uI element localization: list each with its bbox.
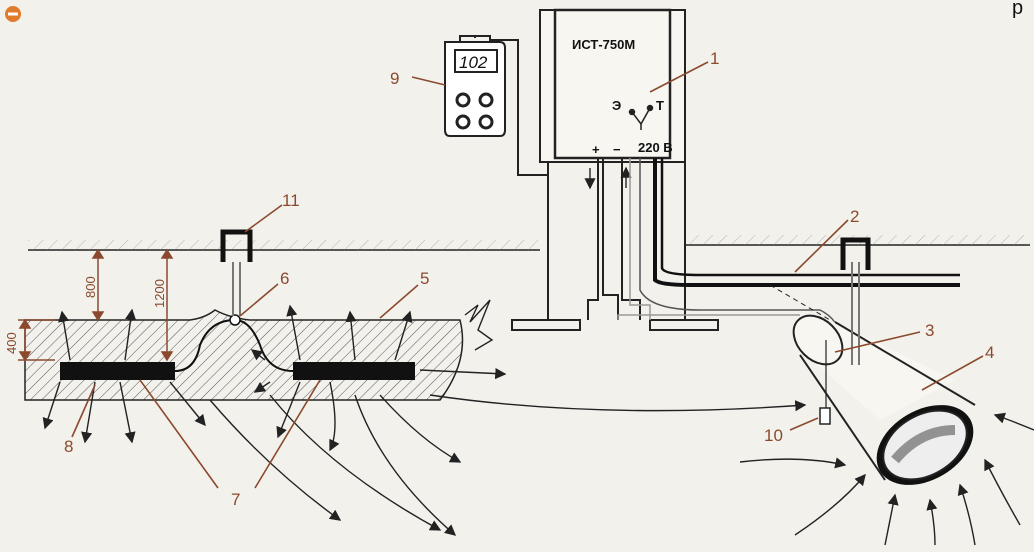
meter-display: 102: [459, 53, 488, 72]
dim-800: 800: [83, 276, 98, 298]
pipeline: [769, 284, 976, 485]
top-stray-text: р: [1012, 0, 1023, 19]
terminal-plus: +: [592, 142, 600, 157]
label-6: 6: [280, 269, 289, 288]
anode-right: [293, 362, 415, 380]
leader-lines: [71, 61, 984, 489]
protection-station: [511, 8, 719, 331]
label-2: 2: [850, 207, 859, 226]
junction-6: [229, 314, 241, 326]
current-arrows-pipe: [739, 412, 1034, 546]
control-point-11: [220, 229, 253, 316]
dim-400: 400: [4, 332, 19, 354]
label-9: 9: [390, 69, 399, 88]
label-4: 4: [985, 343, 994, 362]
ground-surface: [28, 235, 1030, 251]
multimeter: [444, 35, 548, 176]
measuring-post: [819, 237, 871, 425]
current-arrows-anode: [42, 304, 807, 536]
minus-circle-icon[interactable]: [5, 6, 21, 22]
break-symbol: [464, 299, 494, 351]
station-title: ИСТ-750М: [572, 37, 635, 52]
voltage-label: 220 В: [638, 140, 673, 155]
label-7: 7: [231, 490, 240, 509]
label-1: 1: [710, 49, 719, 68]
label-10: 10: [764, 426, 783, 445]
label-3: 3: [925, 321, 934, 340]
switch-label-t: Т: [656, 98, 664, 113]
label-8: 8: [64, 437, 73, 456]
terminal-minus: −: [613, 142, 621, 157]
selector-switch[interactable]: [628, 104, 654, 131]
label-11: 11: [282, 191, 300, 210]
dim-1200: 1200: [152, 279, 167, 308]
anode-left: [60, 362, 175, 380]
cables: [584, 158, 960, 341]
switch-label-e: Э: [612, 98, 621, 113]
label-5: 5: [420, 269, 429, 288]
dimension-lines: [18, 248, 174, 362]
